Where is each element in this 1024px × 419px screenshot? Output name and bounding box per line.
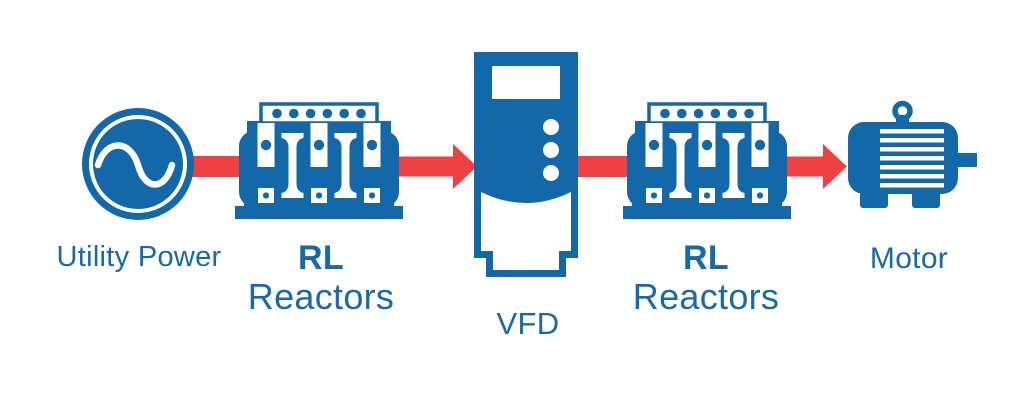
output-reactor-label-reactors: Reactors — [632, 276, 780, 318]
output-reactor-label-rl: RL — [683, 239, 729, 277]
output-reactor-label: RL Reactors — [632, 239, 780, 318]
flow-arrow-reactor-to-motor — [786, 144, 847, 189]
motor-label: Motor — [869, 242, 949, 275]
input-reactor-label-reactors: Reactors — [247, 276, 395, 318]
vfd-icon — [474, 52, 578, 277]
input-reactor-label: RL Reactors — [247, 239, 395, 318]
flow-bar-vfd-to-reactor — [576, 156, 634, 177]
flow-arrow-reactor-to-vfd — [398, 144, 477, 189]
ac-source-icon — [82, 108, 194, 220]
utility-power-label: Utility Power — [56, 241, 222, 273]
motor-icon — [848, 100, 977, 208]
line-reactor-icon — [622, 102, 792, 219]
input-reactor-label-rl: RL — [298, 239, 344, 277]
vfd-label: VFD — [496, 306, 560, 341]
flow-bar-utility-to-reactor — [186, 156, 248, 177]
line-reactor-icon — [234, 102, 404, 219]
